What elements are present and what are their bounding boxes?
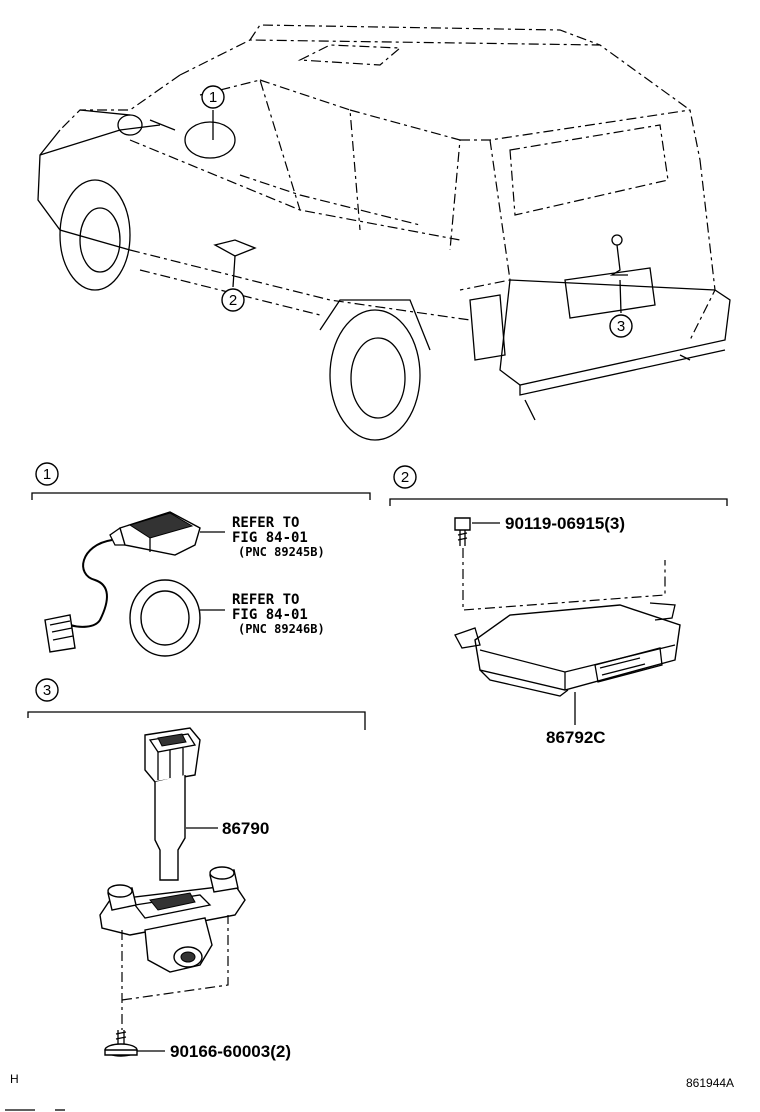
section-2: 2 90119-06915(3) 86792C [389,465,728,747]
section-1-bracket [31,492,371,500]
ref-a-line1: REFER TO [232,515,299,531]
bolt-part-number: 90119-06915(3) [505,514,625,533]
callout-top-3: 3 [609,314,633,338]
figure-code: 861944A [686,1076,734,1090]
vehicle-illustration [37,24,731,441]
section-1-marker [35,462,59,486]
svg-text:1: 1 [43,466,51,483]
ref-b-line1: REFER TO [232,592,299,608]
module-part-number: 86792C [546,728,606,747]
camera-assembly-part [99,866,246,973]
camera-connector-part [144,727,201,783]
ref-b-line2: FIG 84-01 [232,607,308,623]
wire-connector [44,614,76,653]
section-3-marker [35,678,59,702]
section-3-bracket [27,711,366,730]
sensor-wire-harness [69,539,113,628]
camera-part-number: 86790 [222,819,269,838]
screw-part-number: 90166-60003(2) [170,1042,291,1061]
footer-left-mark: H [10,1072,19,1086]
ref-b-line3: (PNC 89246B) [238,622,325,636]
sensor-ring-part [129,579,201,657]
svg-text:3: 3 [617,318,625,335]
screw-icon [104,1030,138,1057]
svg-text:1: 1 [209,89,217,106]
section-2-marker [393,465,417,489]
ref-a-line3: (PNC 89245B) [238,545,325,559]
section-1: 1 REFER TO FIG 84-01 (PNC 89245B) REFER … [31,462,371,657]
control-module-part [454,602,681,697]
callout-top-2: 2 [221,288,245,312]
svg-text:2: 2 [229,292,237,309]
section-3: 3 86790 [27,678,366,1061]
airbag-sensor-part [109,511,201,556]
bolt-icon [454,517,471,546]
svg-text:3: 3 [43,682,51,699]
ref-a-line2: FIG 84-01 [232,530,308,546]
callout-top-1: 1 [201,85,225,109]
svg-text:2: 2 [401,469,409,486]
section-2-bracket [389,498,728,506]
